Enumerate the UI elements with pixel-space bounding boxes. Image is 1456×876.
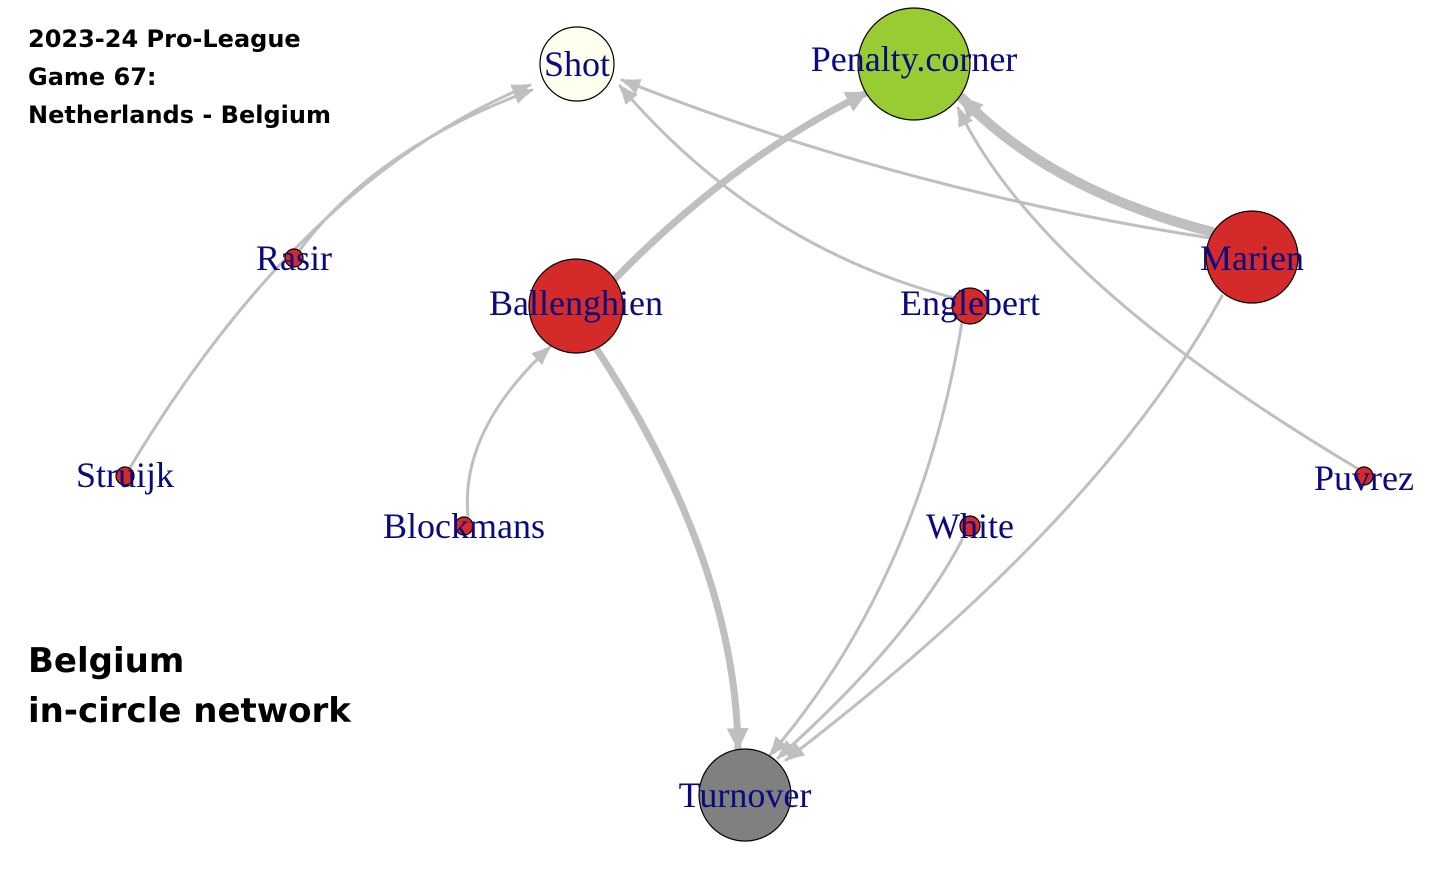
node-label-shot: Shot	[544, 44, 610, 84]
edge-englebert-to-shot	[618, 84, 964, 302]
node-label-penalty_corner: Penalty.corner	[811, 39, 1018, 79]
edges-layer	[123, 78, 1362, 762]
edge-ballenghien-to-penalty_corner	[608, 89, 870, 286]
arrowhead-englebert-to-turnover	[770, 736, 788, 755]
arrowhead-marien-to-turnover	[786, 742, 806, 760]
title-league: 2023-24 Pro-League	[28, 25, 301, 53]
node-puvrez	[1354, 466, 1374, 486]
node-englebert	[951, 287, 989, 325]
node-label-puvrez: Puvrez	[1314, 458, 1414, 498]
node-label-englebert: Englebert	[900, 283, 1040, 323]
node-shot	[539, 26, 615, 102]
arrowhead-englebert-to-shot	[620, 86, 638, 105]
arrowhead-white-to-turnover	[778, 740, 797, 758]
node-turnover	[698, 748, 792, 842]
edge-englebert-to-turnover	[768, 320, 964, 757]
node-marien	[1205, 210, 1299, 304]
nodes-layer	[115, 7, 1374, 842]
title-game: Game 67:	[28, 63, 157, 91]
title-teams: Netherlands - Belgium	[28, 101, 331, 129]
edge-blockmans-to-ballenghien	[465, 345, 552, 518]
caption-description: in-circle network	[28, 691, 351, 731]
edge-ballenghien-to-turnover	[592, 344, 749, 752]
node-rasir	[284, 248, 304, 268]
arrowhead-blockmans-to-ballenghien	[531, 347, 550, 366]
game-title: 2023-24 Pro-League Game 67: Netherlands …	[28, 20, 331, 134]
arrowhead-puvrez-to-penalty_corner	[958, 108, 973, 128]
node-white	[959, 515, 981, 537]
arrowhead-struijk-to-shot	[510, 84, 530, 100]
node-ballenghien	[528, 258, 624, 354]
edge-puvrez-to-penalty_corner	[956, 106, 1362, 472]
node-label-marien: Marien	[1200, 238, 1304, 278]
node-label-turnover: Turnover	[679, 775, 812, 815]
edge-rasir-to-shot	[292, 88, 534, 260]
node-label-struijk: Struijk	[76, 455, 174, 495]
network-caption: Belgium in-circle network	[28, 636, 351, 736]
edge-struijk-to-shot	[123, 83, 532, 478]
edge-white-to-turnover	[776, 538, 964, 760]
node-penalty_corner	[857, 7, 971, 121]
node-label-ballenghien: Ballenghien	[489, 283, 663, 323]
edge-marien-to-turnover	[784, 294, 1224, 762]
node-struijk	[115, 466, 135, 486]
node-label-white: White	[926, 506, 1014, 546]
node-label-rasir: Rasir	[256, 238, 332, 278]
edge-marien-to-shot	[620, 78, 1212, 240]
edge-marien-to-penalty_corner	[957, 93, 1217, 237]
arrowhead-marien-to-shot	[622, 79, 642, 95]
node-blockmans	[454, 516, 474, 536]
node-label-blockmans: Blockmans	[383, 506, 545, 546]
caption-team: Belgium	[28, 641, 185, 681]
